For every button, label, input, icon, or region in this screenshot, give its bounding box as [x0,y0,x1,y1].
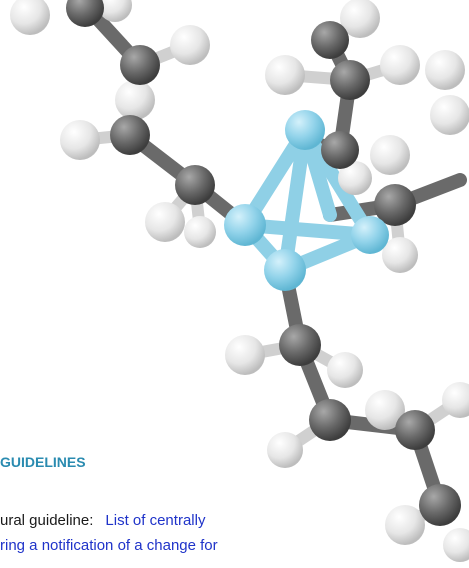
hydrogen-atoms [10,0,469,562]
guideline-list-link[interactable]: List of centrally [105,512,206,529]
carbon-atoms [66,0,461,526]
paragraph-line-1: ural guideline: List of centrally [0,512,378,529]
paragraph-line-2: ring a notification of a change for [0,537,378,554]
notification-change-link[interactable]: ring a notification of a change for [0,537,218,554]
guideline-prefix: ural guideline: [0,512,94,529]
aluminium-atoms [224,110,389,291]
section-heading: GUIDELINES [0,454,86,470]
